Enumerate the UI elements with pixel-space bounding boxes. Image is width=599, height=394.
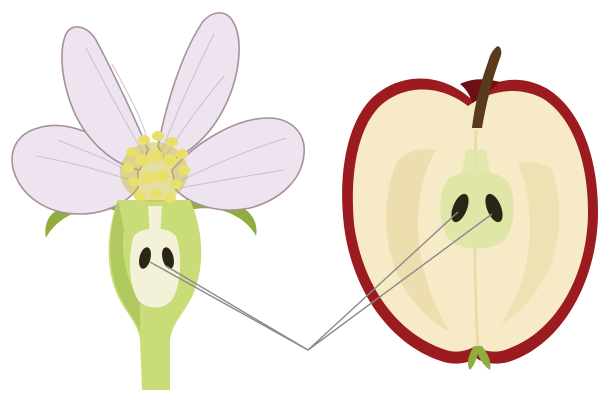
flower-ovary-cavity bbox=[130, 229, 180, 308]
flower-style bbox=[148, 206, 162, 238]
apple-core bbox=[440, 172, 514, 249]
